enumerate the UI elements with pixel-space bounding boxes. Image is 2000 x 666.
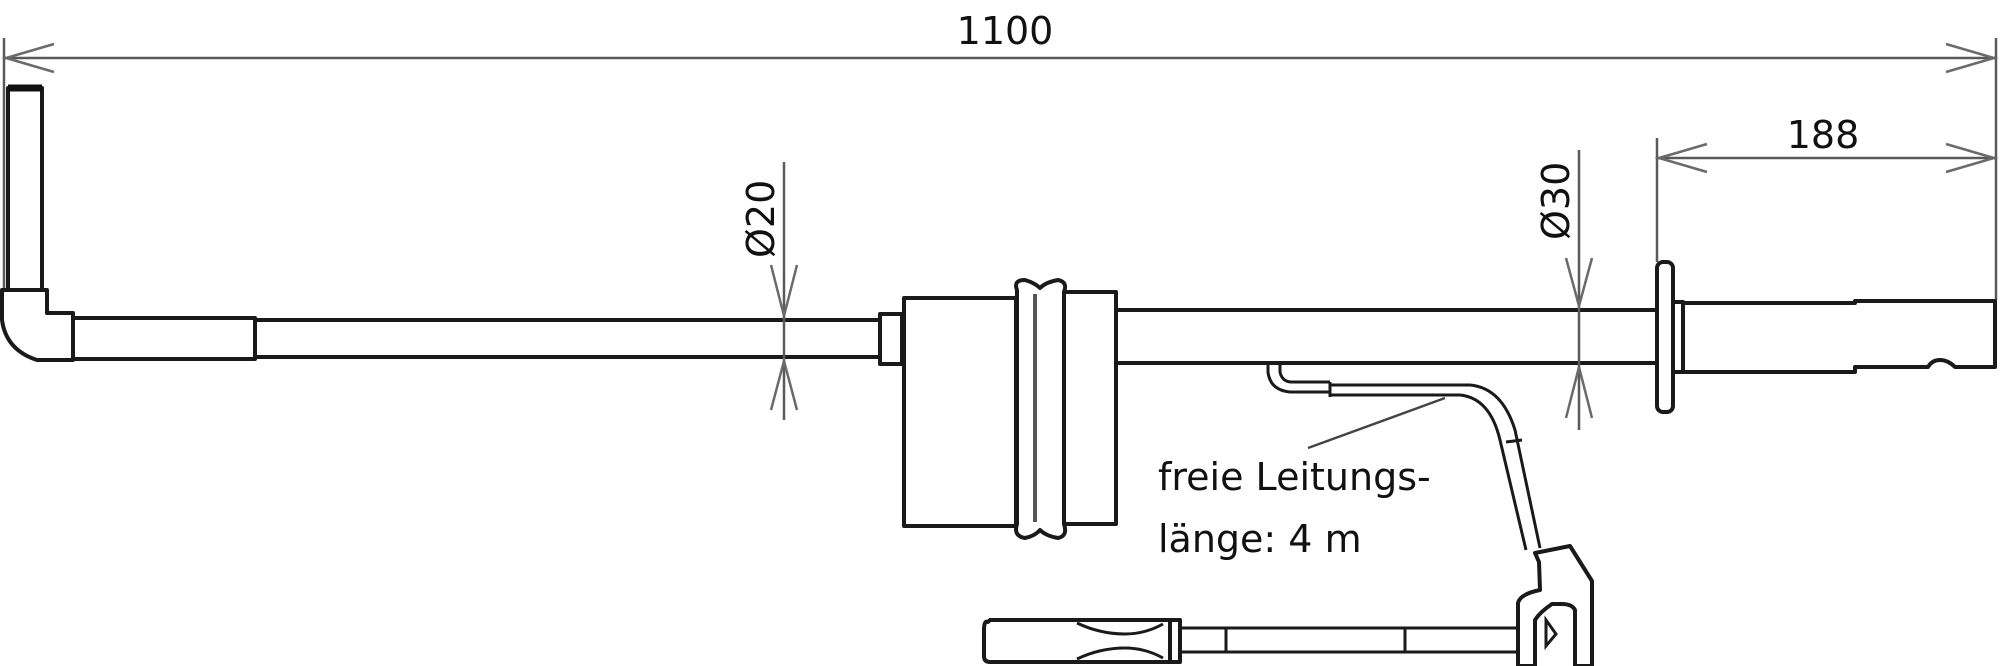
hand-guard-disc [1655, 260, 1685, 414]
arrow-down-icon [769, 264, 799, 317]
cable-outlet-outer [1266, 364, 1330, 394]
arrow-right-icon [1945, 142, 1999, 174]
cable-outlet-inner [1278, 364, 1330, 384]
cable-length-note-line1: freie Leitungs- [1158, 455, 1431, 499]
arrow-left-icon [1654, 142, 1708, 174]
clamp-body [1516, 544, 1594, 666]
cable-clamp [1516, 544, 1594, 666]
arrow-up-icon [769, 356, 799, 411]
guard-disc [1655, 260, 1675, 414]
housing-clamp-ring [1014, 278, 1068, 540]
housing-right-body [1062, 290, 1118, 526]
rod-collar [878, 312, 904, 366]
arrow-right-icon [1945, 42, 1999, 74]
dimension-overall-length: 1100 [1, 9, 1999, 300]
dimension-handle-length: 188 [1654, 113, 1999, 262]
rod-sleeve [71, 316, 257, 361]
tip-vertical-section [6, 86, 44, 292]
arrow-up-icon [1564, 366, 1594, 419]
dimension-label-1100: 1100 [957, 9, 1054, 53]
tommy-bar-grip [982, 618, 1172, 664]
insulated-rod-section [71, 312, 904, 366]
cable-upper [1330, 383, 1542, 549]
annotation-leader-line [1307, 396, 1446, 450]
arrow-down-icon [1564, 257, 1594, 311]
tommy-bar-ferrule [1168, 618, 1182, 664]
grip-contour-bottom [1076, 646, 1164, 661]
insulating-rod [1114, 308, 1660, 365]
tip-elbow [0, 288, 75, 362]
clamp-screw-tip [1544, 615, 1558, 651]
cylindrical-housing [902, 278, 1118, 540]
handle-body [1681, 299, 1997, 374]
bent-electrode-tip [0, 84, 75, 362]
dimension-label-d30: Ø30 [1534, 162, 1578, 240]
dimension-label-d20: Ø20 [739, 180, 783, 258]
grip-handle [1681, 299, 1997, 374]
dimension-label-188: 188 [1787, 113, 1860, 157]
dimension-diameter-30: Ø30 [1534, 150, 1594, 430]
earthing-cable [1266, 364, 1542, 551]
housing-left-body [902, 296, 1018, 528]
clamp-screw-tommy-bar [982, 618, 1518, 664]
dimension-diameter-20: Ø20 [739, 162, 799, 420]
grip-contour-top [1076, 621, 1164, 636]
cable-lower [1330, 393, 1528, 551]
cable-band [1505, 438, 1523, 444]
arrow-left-icon [1, 42, 55, 74]
cable-length-note-line2: länge: 4 m [1158, 517, 1362, 561]
